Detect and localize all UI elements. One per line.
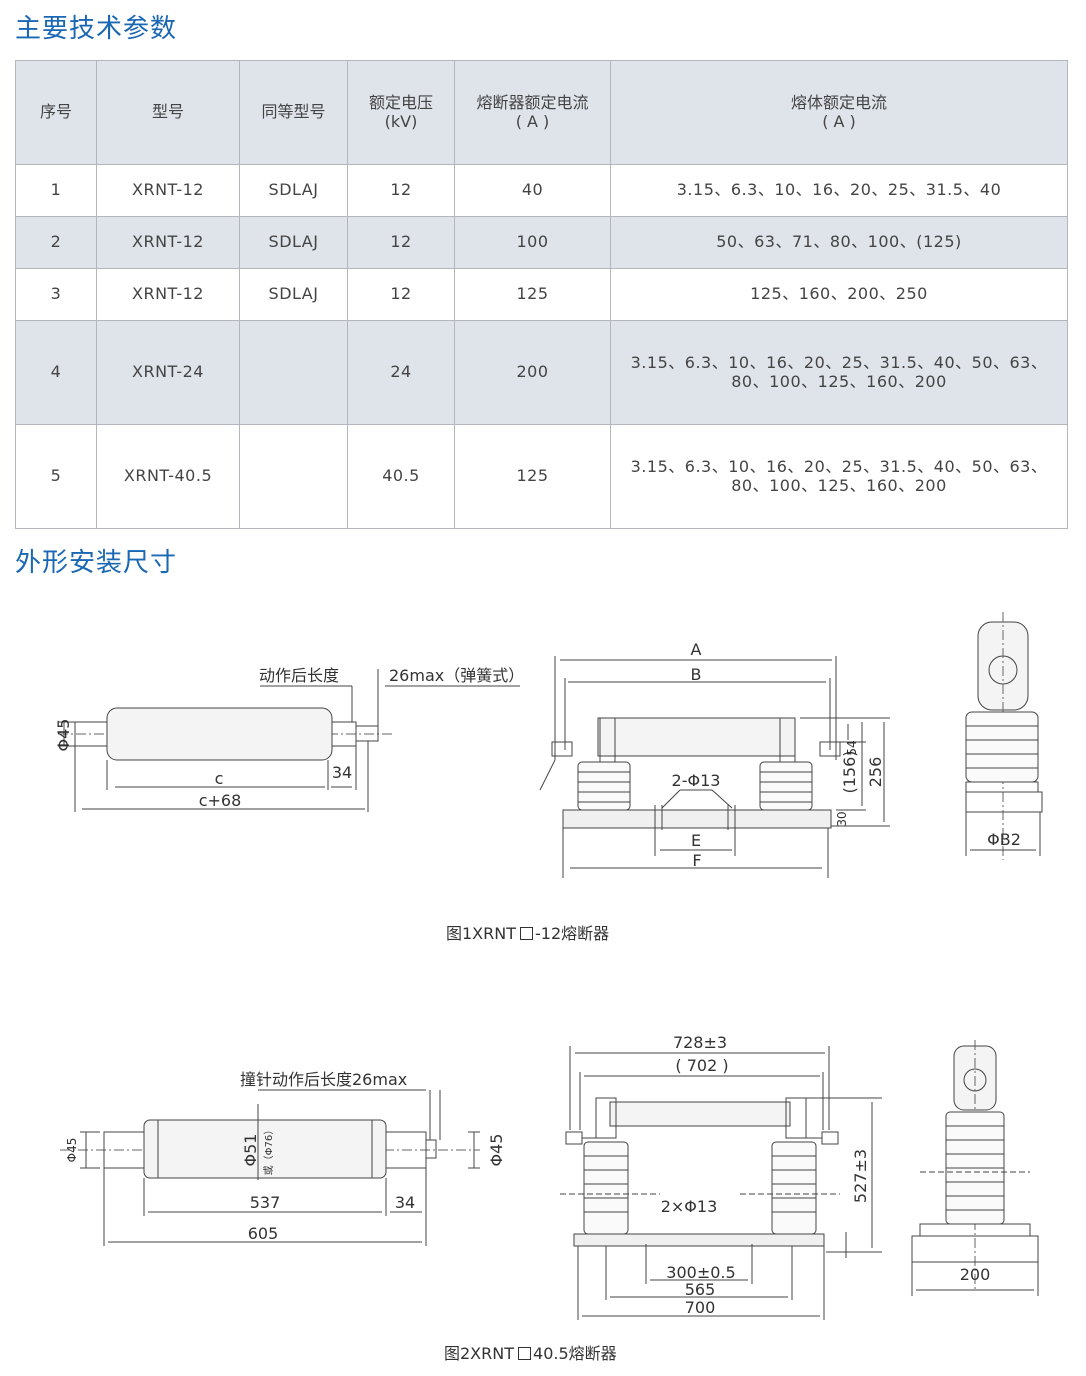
cell-voltage: 24 (347, 320, 455, 425)
element-current-line1: 3.15、6.3、10、16、20、25、31.5、40、50、63、 (630, 457, 1048, 477)
cell-no: 3 (15, 268, 97, 321)
fig1-end-view (965, 612, 1043, 860)
fig1-c68-label: c+68 (199, 791, 242, 810)
cell-equiv (239, 320, 348, 425)
fig2-striker-label: 撞针动作后长度26max (240, 1070, 407, 1089)
table-row: 5 XRNT-40.5 40.5 125 3.15、6.3、10、16、20、2… (15, 424, 1068, 529)
fig1-B-label: B (691, 665, 702, 684)
cell-voltage: 40.5 (347, 424, 455, 529)
fig2-700-label: 700 (685, 1298, 716, 1317)
table-row: 2 XRNT-12 SDLAJ 12 100 50、63、71、80、100、(… (15, 216, 1068, 269)
cell-no: 5 (15, 424, 97, 529)
cell-model: XRNT-12 (96, 216, 240, 269)
element-current-line2: 80、100、125、160、200 (731, 371, 947, 391)
fig2-phi51-label: Φ51 (241, 1134, 260, 1167)
cell-fuse-current: 125 (454, 424, 611, 529)
cell-element-current: 3.15、6.3、10、16、20、25、31.5、40、50、63、 80、1… (610, 320, 1068, 425)
header-fuse-current-line1: 熔断器额定电流 (476, 93, 589, 113)
fig1-holes-label: 2-Φ13 (672, 771, 721, 790)
fig1-phi45-label: Φ45 (54, 719, 73, 752)
figure1-caption-suffix: -12熔断器 (535, 924, 610, 943)
fig2-565-label: 565 (685, 1280, 716, 1299)
section-title-dimensions: 外形安装尺寸 (15, 548, 178, 578)
fig1-30-label: 30 (835, 811, 849, 826)
cell-equiv: SDLAJ (239, 268, 348, 321)
element-current-line1: 3.15、6.3、10、16、20、25、31.5、40、50、63、 (630, 353, 1048, 373)
fig2-702-label: ( 702 ) (675, 1056, 728, 1075)
fig1-phiB2-label: ΦB2 (987, 830, 1021, 849)
element-current-line2: 80、100、125、160、200 (731, 475, 947, 495)
header-element-current-line1: 熔体额定电流 (790, 93, 887, 113)
header-fuse-current: 熔断器额定电流 ( A ) (454, 60, 611, 165)
parameters-table: 序号 型号 同等型号 额定电压 (kV) 熔断器额定电流 ( A ) 熔体额定电… (15, 60, 1068, 529)
fig2-728-label: 728±3 (673, 1033, 727, 1052)
placeholder-box-icon (520, 927, 534, 940)
cell-element-current: 3.15、6.3、10、16、20、25、31.5、40、50、63、 80、1… (610, 424, 1068, 529)
cell-no: 4 (15, 320, 97, 425)
header-element-current: 熔体额定电流 ( A ) (610, 60, 1068, 165)
figure2-caption: 图2XRNT 40.5熔断器 (444, 1340, 617, 1364)
fig1-E-label: E (691, 831, 701, 850)
table-row: 1 XRNT-12 SDLAJ 12 40 3.15、6.3、10、16、20、… (15, 164, 1068, 217)
cell-no: 2 (15, 216, 97, 269)
cell-fuse-current: 40 (454, 164, 611, 217)
fig2-or76-label: 或（Φ76） (263, 1125, 275, 1176)
cell-voltage: 12 (347, 164, 455, 217)
header-voltage: 额定电压 (kV) (347, 60, 455, 165)
cell-no: 1 (15, 164, 97, 217)
table-row: 4 XRNT-24 24 200 3.15、6.3、10、16、20、25、31… (15, 320, 1068, 425)
fig2-phi45-right-label: Φ45 (487, 1134, 506, 1167)
fig2-300-label: 300±0.5 (666, 1263, 735, 1282)
fig1-c-label: c (215, 769, 224, 788)
table-header-row: 序号 型号 同等型号 额定电压 (kV) 熔断器额定电流 ( A ) 熔体额定电… (15, 60, 1068, 165)
cell-voltage: 12 (347, 216, 455, 269)
fig1-54-label: 54 (845, 740, 859, 755)
cell-fuse-current: 100 (454, 216, 611, 269)
figure2-caption-prefix: 图2XRNT (444, 1344, 515, 1363)
fig1-after-action-label: 动作后长度 (259, 666, 339, 685)
fig2-front-view (560, 1046, 882, 1320)
fig2-fuse-side-view (60, 1089, 480, 1246)
header-no: 序号 (15, 60, 97, 165)
header-voltage-line2: (kV) (384, 111, 418, 131)
fig2-537-label: 537 (250, 1193, 281, 1212)
fig1-fuse-side-view (58, 669, 520, 812)
fig1-256-label: 256 (866, 757, 885, 788)
fig2-605-label: 605 (248, 1224, 279, 1243)
fig1-spring-label: 26max（弹簧式） (389, 666, 524, 685)
placeholder-box-icon (518, 1347, 532, 1360)
table-row: 3 XRNT-12 SDLAJ 12 125 125、160、200、250 (15, 268, 1068, 321)
figure1-caption-prefix: 图1XRNT (446, 924, 517, 943)
fig2-phi45-left-label: Φ45 (65, 1138, 79, 1163)
cell-element-current: 125、160、200、250 (610, 268, 1068, 321)
section-title-params: 主要技术参数 (15, 14, 178, 44)
fig2-holes-label: 2×Φ13 (661, 1197, 718, 1216)
cell-equiv: SDLAJ (239, 216, 348, 269)
fig2-200-label: 200 (960, 1265, 991, 1284)
cell-voltage: 12 (347, 268, 455, 321)
fig2-end-view (911, 1040, 1039, 1296)
fig1-156-label: (156) (840, 750, 859, 793)
header-voltage-line1: 额定电压 (368, 93, 433, 113)
fig1-A-label: A (691, 640, 702, 659)
header-element-current-line2: ( A ) (822, 111, 856, 131)
figure2-caption-suffix: 40.5熔断器 (533, 1344, 617, 1363)
cell-equiv: SDLAJ (239, 164, 348, 217)
fig1-front-view (539, 656, 890, 878)
fig1-F-label: F (692, 851, 701, 870)
cell-fuse-current: 125 (454, 268, 611, 321)
figure1-caption: 图1XRNT -12熔断器 (446, 920, 609, 944)
cell-model: XRNT-12 (96, 164, 240, 217)
header-fuse-current-line2: ( A ) (515, 111, 550, 131)
fig2-527-label: 527±3 (851, 1149, 870, 1203)
fig1-34-label: 34 (332, 763, 352, 782)
fig2-34-label: 34 (395, 1193, 415, 1212)
cell-element-current: 50、63、71、80、100、(125) (610, 216, 1068, 269)
header-model: 型号 (96, 60, 240, 165)
cell-model: XRNT-40.5 (96, 424, 240, 529)
cell-element-current: 3.15、6.3、10、16、20、25、31.5、40 (610, 164, 1068, 217)
cell-model: XRNT-24 (96, 320, 240, 425)
